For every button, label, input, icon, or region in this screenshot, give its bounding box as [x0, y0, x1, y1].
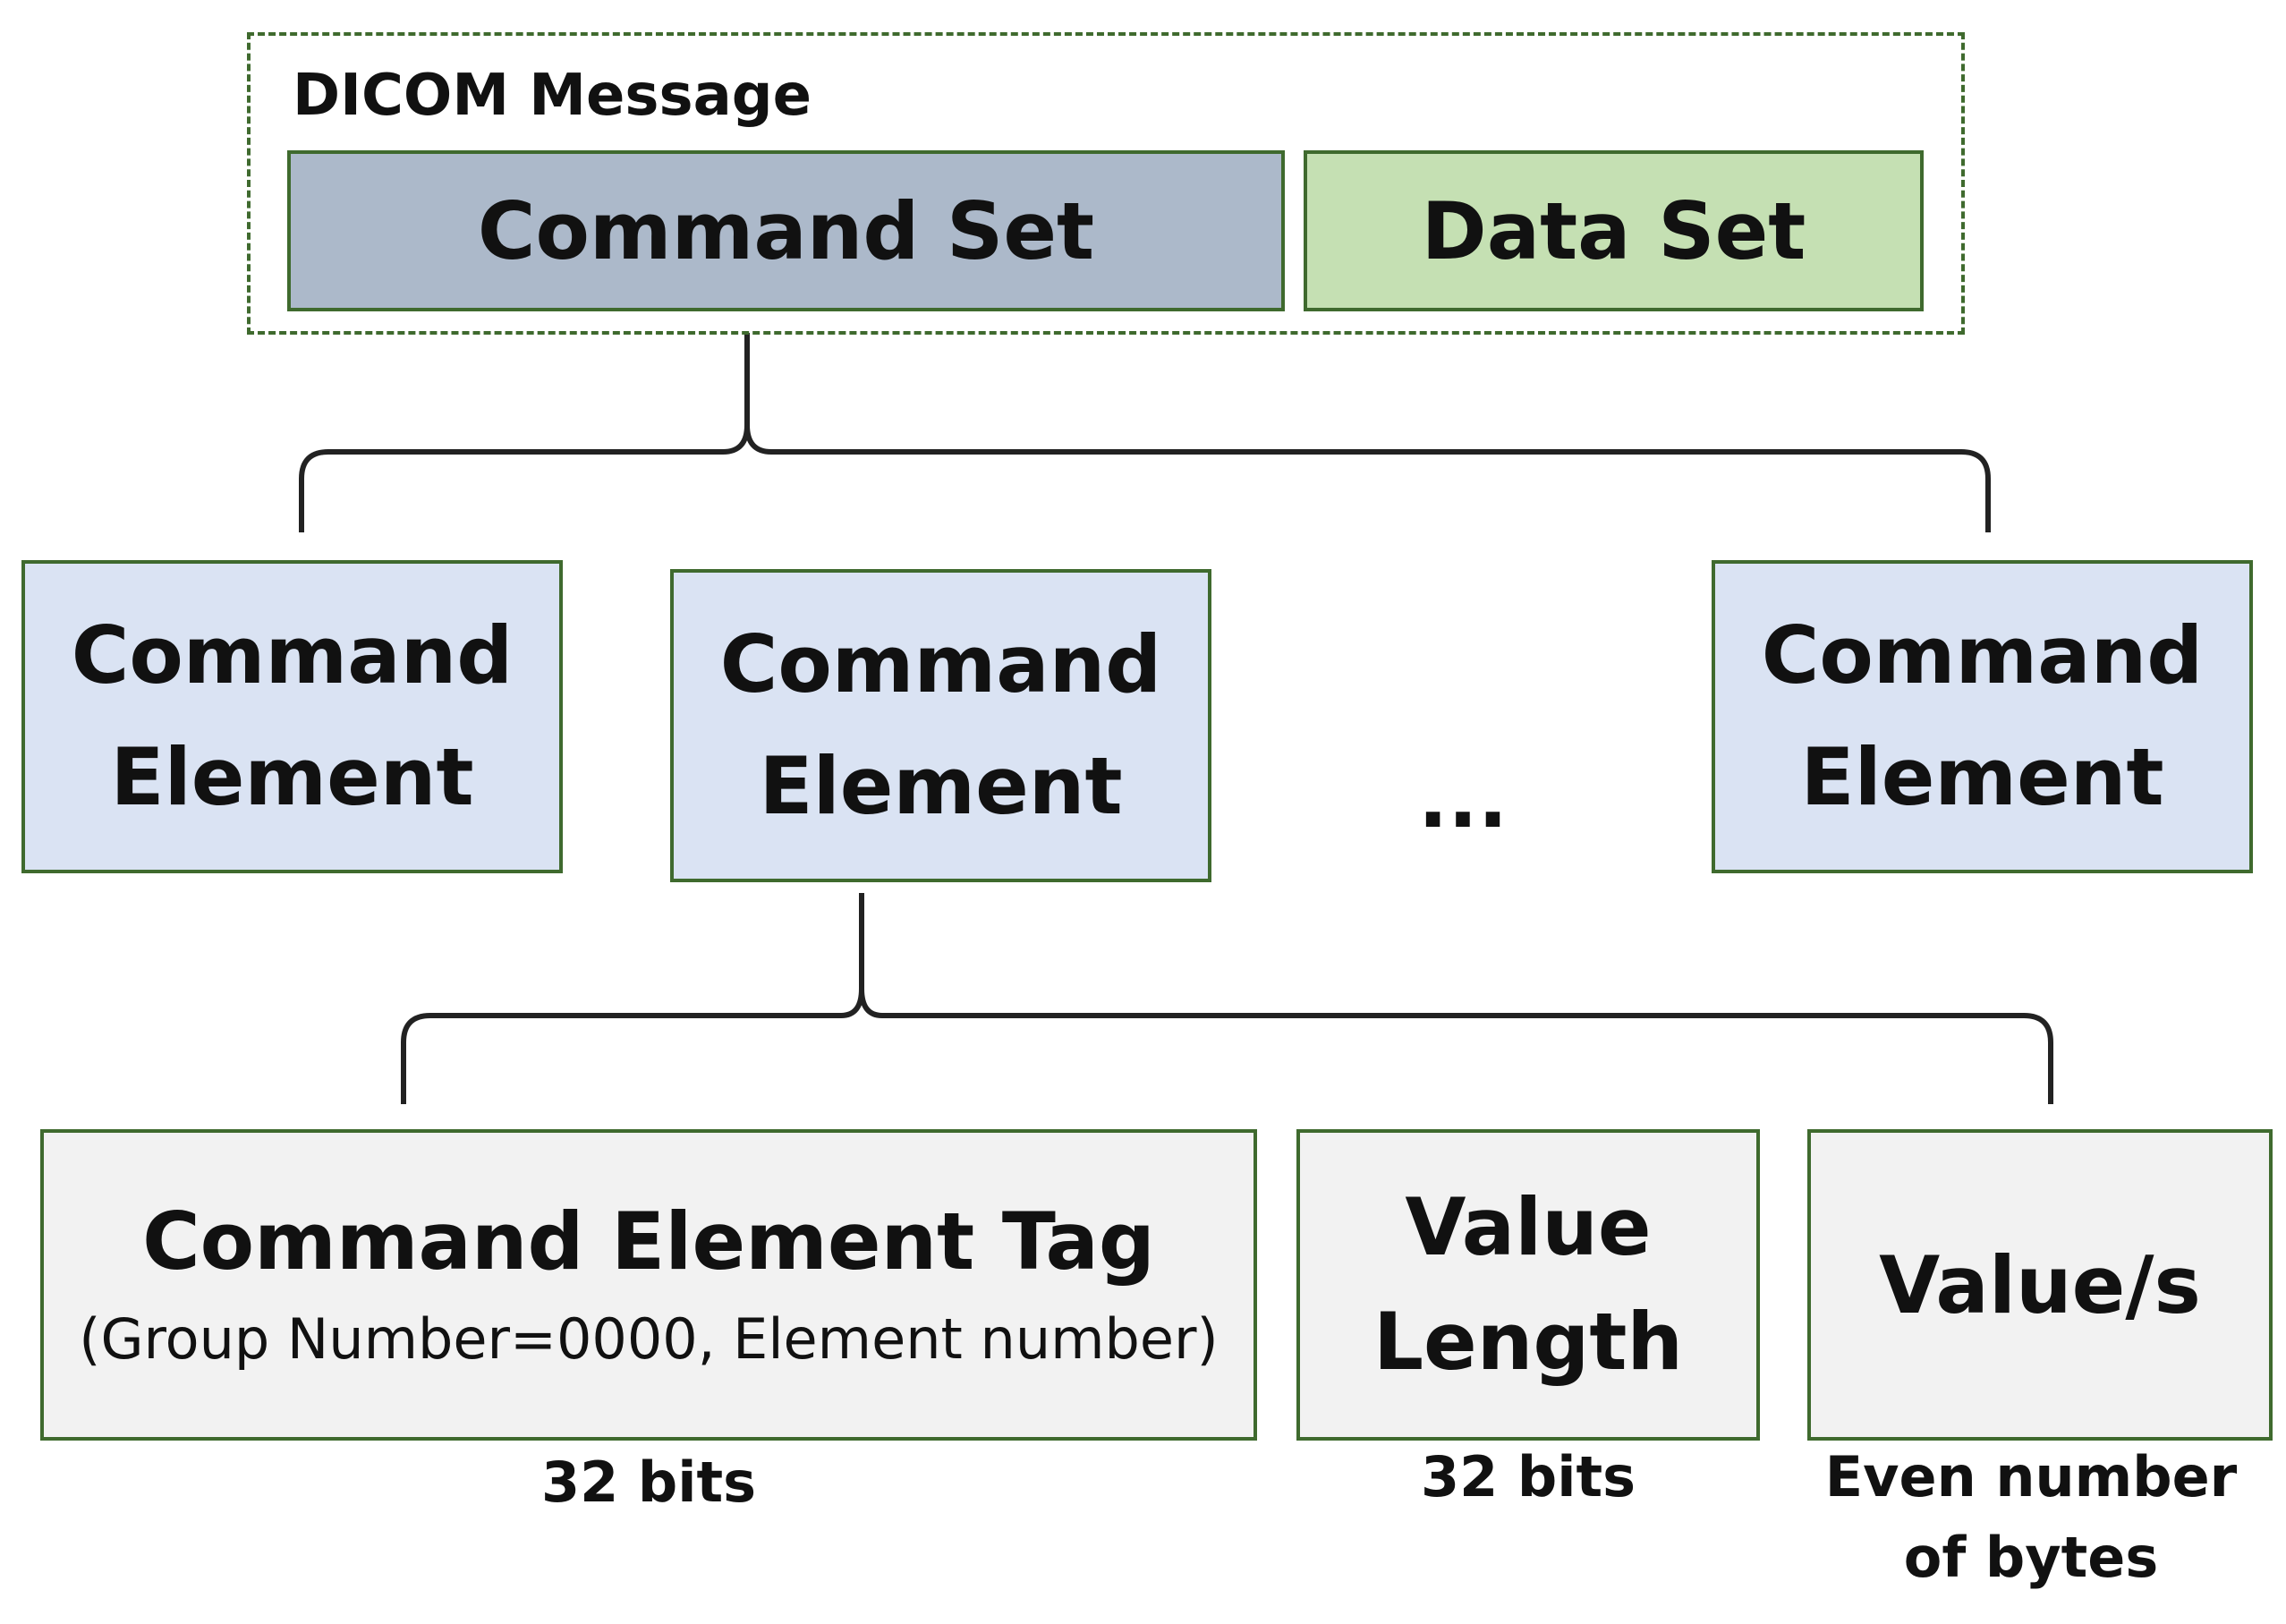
- command-element-line1: Command: [719, 617, 1162, 710]
- command-element-line1: Command: [71, 608, 514, 701]
- command-element-line2: Element: [110, 731, 474, 823]
- command-element-box: Command Element: [670, 569, 1211, 882]
- command-set-box: Command Set: [287, 150, 1285, 311]
- command-element-tag-subtitle: (Group Number=0000, Element number): [79, 1305, 1219, 1372]
- dicom-message-label: DICOM Message: [293, 63, 812, 129]
- tag-size-caption: 32 bits: [540, 1450, 757, 1515]
- command-element-brace: [401, 893, 2053, 1104]
- value-length-line1: Value: [1405, 1181, 1652, 1274]
- length-size-caption: 32 bits: [1420, 1444, 1636, 1509]
- data-set-box: Data Set: [1304, 150, 1924, 311]
- elements-ellipsis: ...: [1417, 753, 1508, 846]
- command-element-tag-title: Command Element Tag: [142, 1195, 1155, 1288]
- command-element-tag-box: Command Element Tag (Group Number=0000, …: [40, 1129, 1257, 1441]
- command-element-line2: Element: [759, 740, 1123, 832]
- command-element-box: Command Element: [21, 560, 563, 873]
- command-element-line2: Element: [1800, 731, 2164, 823]
- value-length-line2: Length: [1372, 1296, 1684, 1388]
- values-size-caption: Even number of bytes: [1772, 1437, 2286, 1598]
- dicom-message-frame: [247, 32, 1965, 335]
- command-element-box: Command Element: [1712, 560, 2253, 873]
- values-size-line1: Even number: [1824, 1444, 2238, 1509]
- value-length-box: Value Length: [1296, 1129, 1760, 1441]
- command-set-brace: [299, 333, 1991, 532]
- values-label: Value/s: [1879, 1238, 2201, 1331]
- values-box: Value/s: [1807, 1129, 2273, 1441]
- values-size-line2: of bytes: [1903, 1524, 2159, 1590]
- command-element-line1: Command: [1761, 608, 2204, 701]
